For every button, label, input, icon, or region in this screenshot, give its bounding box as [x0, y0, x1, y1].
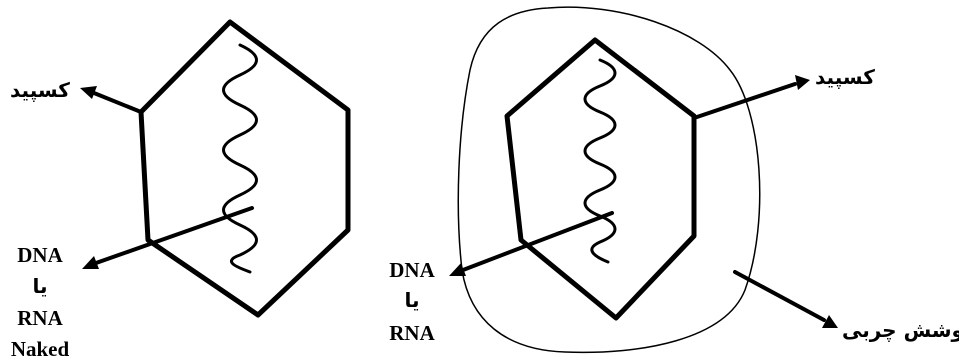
enveloped-genome-arrow [461, 211, 614, 272]
enveloped-capsid-arrow [692, 82, 797, 120]
enveloped-genome-label-or: یا [404, 288, 419, 312]
enveloped-genome-label-rna: RNA [389, 321, 435, 345]
enveloped-virus-capsid-hexagon [504, 37, 697, 321]
naked-capsid-arrow [92, 91, 143, 114]
naked-virus: کسپید DNA یا RNA Naked [10, 19, 351, 360]
lipid-envelope-outline [457, 6, 761, 354]
enveloped-virus-genome-coil [583, 58, 617, 264]
naked-genome-arrow [94, 206, 254, 265]
naked-genome-arrowhead [82, 256, 99, 269]
naked-type-label: Naked [11, 337, 70, 360]
envelope-label: پوشش چربی [842, 318, 959, 343]
envelope-arrow [733, 270, 826, 322]
envelope-arrowhead [822, 315, 838, 328]
enveloped-genome-arrowhead [449, 263, 466, 276]
naked-genome-label-or: یا [32, 274, 47, 298]
naked-genome-label-rna: RNA [17, 306, 63, 330]
naked-virus-genome-coil [222, 43, 258, 274]
naked-capsid-label: کسپید [10, 78, 70, 103]
enveloped-genome-label-dna: DNA [389, 258, 435, 282]
enveloped-capsid-label: کسپید [815, 65, 875, 90]
naked-genome-label-dna: DNA [17, 243, 63, 267]
enveloped-capsid-arrowhead [795, 75, 810, 90]
enveloped-virus: کسپید DNA یا RNA پوشش چربی [389, 6, 959, 354]
naked-capsid-arrowhead [80, 86, 97, 99]
